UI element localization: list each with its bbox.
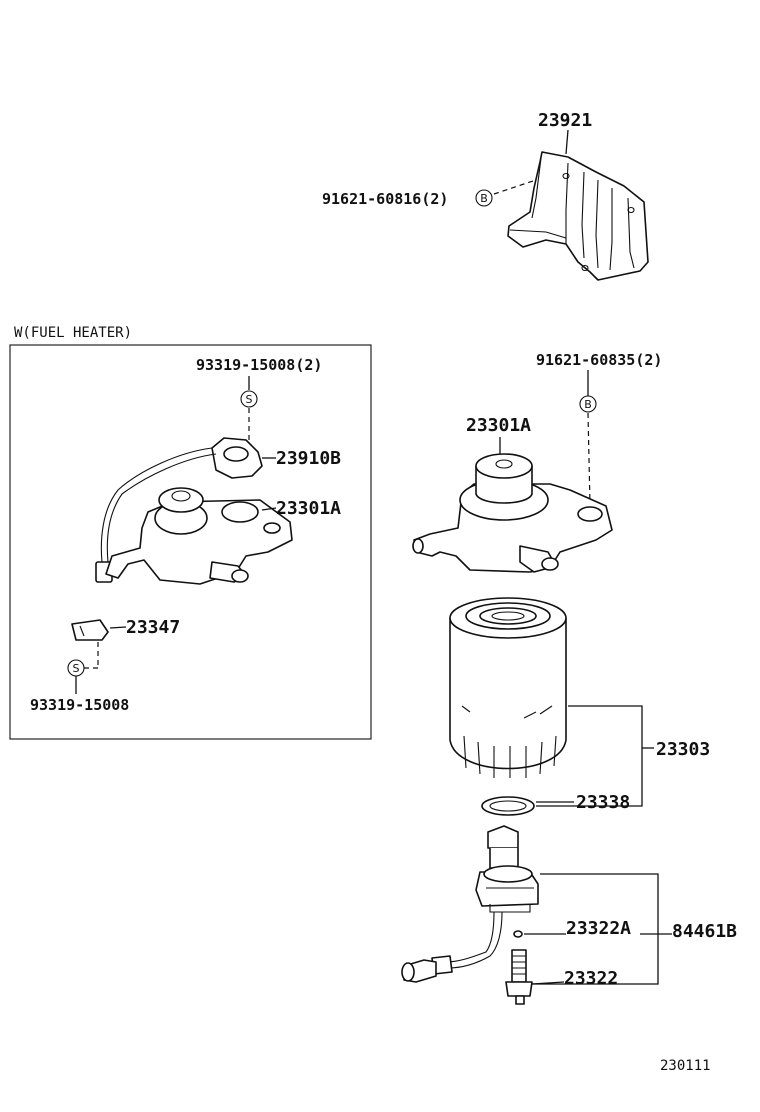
leader-23322 [531,981,565,985]
heater-head-23301a-drawing [105,487,293,585]
leader-84461b-bracket [530,873,659,985]
sensor-23910b-drawing [95,437,263,583]
label-91621-60816: 91621-60816(2) [322,190,448,208]
small-seal-23322a-drawing [513,930,523,938]
bolt-marker-b2-text: B [584,398,592,411]
filter-element-23303-drawing [449,597,567,778]
screw-marker-s-icon [240,390,258,408]
label-91621-60835: 91621-60835(2) [536,351,662,369]
leader-23921 [565,129,569,155]
bolt-marker-b2-icon [579,395,597,413]
screw-marker-s2-text: S [73,662,80,675]
label-23347: 23347 [126,617,180,638]
o-ring-23338-drawing [481,796,535,816]
leader-91621-60816 [493,179,537,195]
label-84461b: 84461B [672,921,737,942]
clip-23347-drawing [71,619,109,641]
label-23301a-main: 23301A [466,415,531,436]
label-23910b: 23910B [276,448,341,469]
label-23338: 23338 [576,792,630,813]
screw-marker-s-text: S [246,393,253,406]
label-93319-15008: 93319-15008 [30,696,129,714]
bolt-marker-b-text: B [480,192,488,205]
leader-23347 [109,626,127,629]
filter-head-23301a-drawing [412,453,613,573]
heater-group-title: W(FUEL HEATER) [14,325,132,341]
figure-number: 230111 [660,1058,711,1074]
leader-23303-bracket [536,705,643,807]
label-23322a: 23322A [566,918,631,939]
label-23301a-heater: 23301A [276,498,341,519]
water-sensor-drawing [401,825,539,983]
drain-plug-23322-drawing [505,949,533,1005]
leader-23301a-heater [261,507,277,511]
heater-group-box [9,344,372,740]
label-23921: 23921 [538,110,592,131]
leader-bolt-dash [587,412,591,506]
bolt-marker-b-icon [475,189,493,207]
bracket-23921-drawing [507,151,649,281]
label-93319-15008-2: 93319-15008(2) [196,356,322,374]
label-23322: 23322 [564,968,618,989]
label-23303: 23303 [656,739,710,760]
